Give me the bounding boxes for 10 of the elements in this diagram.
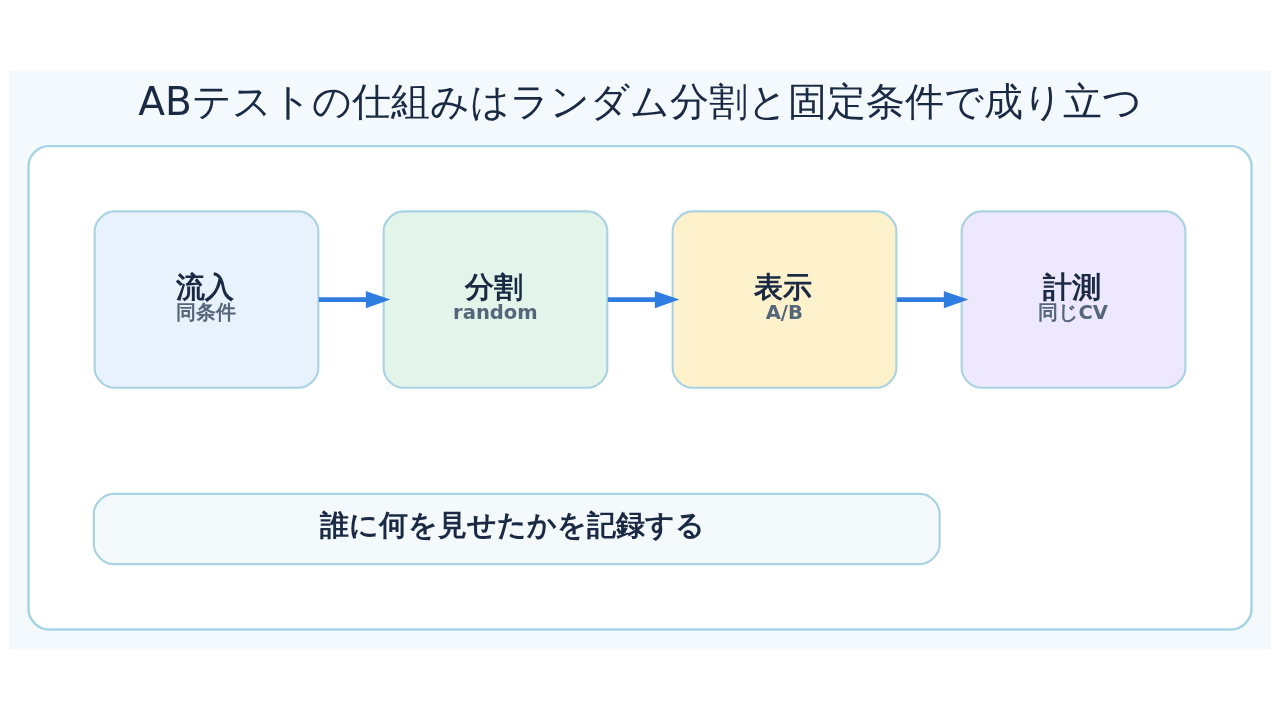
node-box: 誰に何を見せたかを記録する bbox=[92, 492, 941, 566]
cluster bbox=[27, 144, 1253, 631]
arrow bbox=[607, 291, 680, 309]
node-box: 計測 同じCV bbox=[960, 210, 1187, 389]
node-box: 分割 random bbox=[382, 210, 609, 389]
arrow bbox=[896, 291, 969, 309]
node-box: 表示 A/B bbox=[671, 210, 898, 389]
diagram-title: ABテストの仕組みはランダム分割と固定条件で成り立つ bbox=[138, 79, 1142, 125]
arrow bbox=[318, 291, 391, 309]
node-box: 流入 同条件 bbox=[93, 210, 320, 389]
